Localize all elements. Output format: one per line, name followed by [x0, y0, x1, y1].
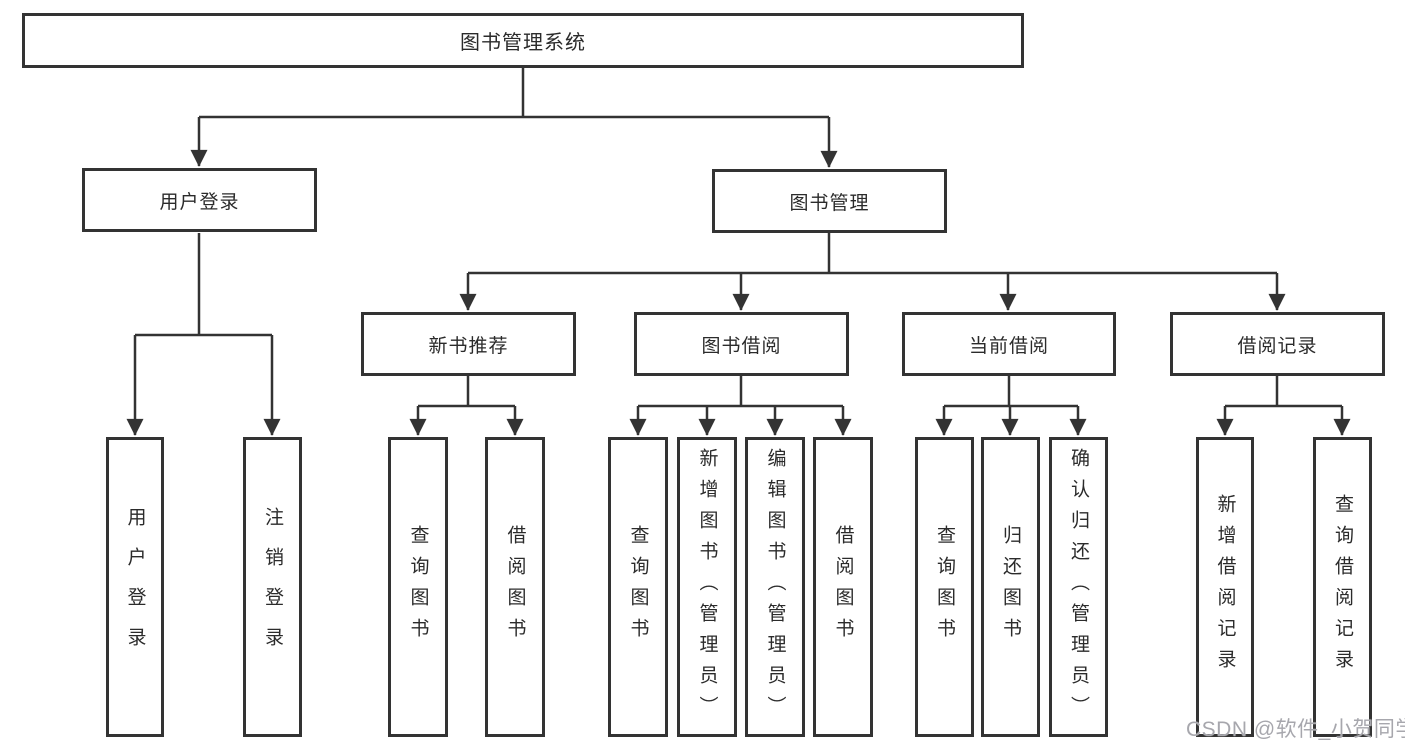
leaf-label: 编辑图书（管理员） [764, 447, 786, 727]
leaf-confirm-return-admin: 确认归还（管理员） [1049, 437, 1108, 737]
leaf-query-books-current: 查询图书 [915, 437, 974, 737]
leaf-query-books-recommend: 查询图书 [388, 437, 448, 737]
leaf-label: 归还图书 [1000, 525, 1021, 649]
node-current-borrowing: 当前借阅 [902, 312, 1116, 376]
node-borrowing-records: 借阅记录 [1170, 312, 1385, 376]
leaf-label: 查询借阅记录 [1332, 494, 1353, 680]
leaf-query-books-borrow: 查询图书 [608, 437, 668, 737]
node-book-management: 图书管理 [712, 169, 947, 233]
node-user-login: 用户登录 [82, 168, 317, 232]
leaf-label: 借阅图书 [832, 525, 854, 649]
leaf-return-books: 归还图书 [981, 437, 1040, 737]
leaf-logout: 注销登录 [243, 437, 302, 737]
leaf-label: 查询图书 [934, 525, 955, 649]
leaf-borrow-books: 借阅图书 [813, 437, 873, 737]
leaf-add-borrow-record: 新增借阅记录 [1196, 437, 1254, 737]
csdn-watermark: CSDN @软件_小贺同学 [1186, 718, 1405, 741]
leaf-label: 借阅图书 [504, 525, 526, 649]
node-new-book-recommend: 新书推荐 [361, 312, 576, 376]
leaf-label: 注销登录 [262, 507, 283, 667]
leaf-label: 查询图书 [407, 525, 429, 649]
node-book-borrowing: 图书借阅 [634, 312, 849, 376]
leaf-label: 确认归还（管理员） [1068, 447, 1089, 727]
leaf-label: 用户登录 [124, 507, 146, 667]
leaf-label: 查询图书 [627, 525, 649, 649]
leaf-label: 新增借阅记录 [1214, 494, 1236, 680]
leaf-borrow-books-recommend: 借阅图书 [485, 437, 545, 737]
leaf-add-books-admin: 新增图书（管理员） [677, 437, 737, 737]
leaf-query-borrow-record: 查询借阅记录 [1313, 437, 1372, 737]
leaf-label: 新增图书（管理员） [696, 447, 718, 727]
leaf-user-login: 用户登录 [106, 437, 164, 737]
leaf-edit-books-admin: 编辑图书（管理员） [745, 437, 805, 737]
node-library-system-root: 图书管理系统 [22, 13, 1024, 68]
